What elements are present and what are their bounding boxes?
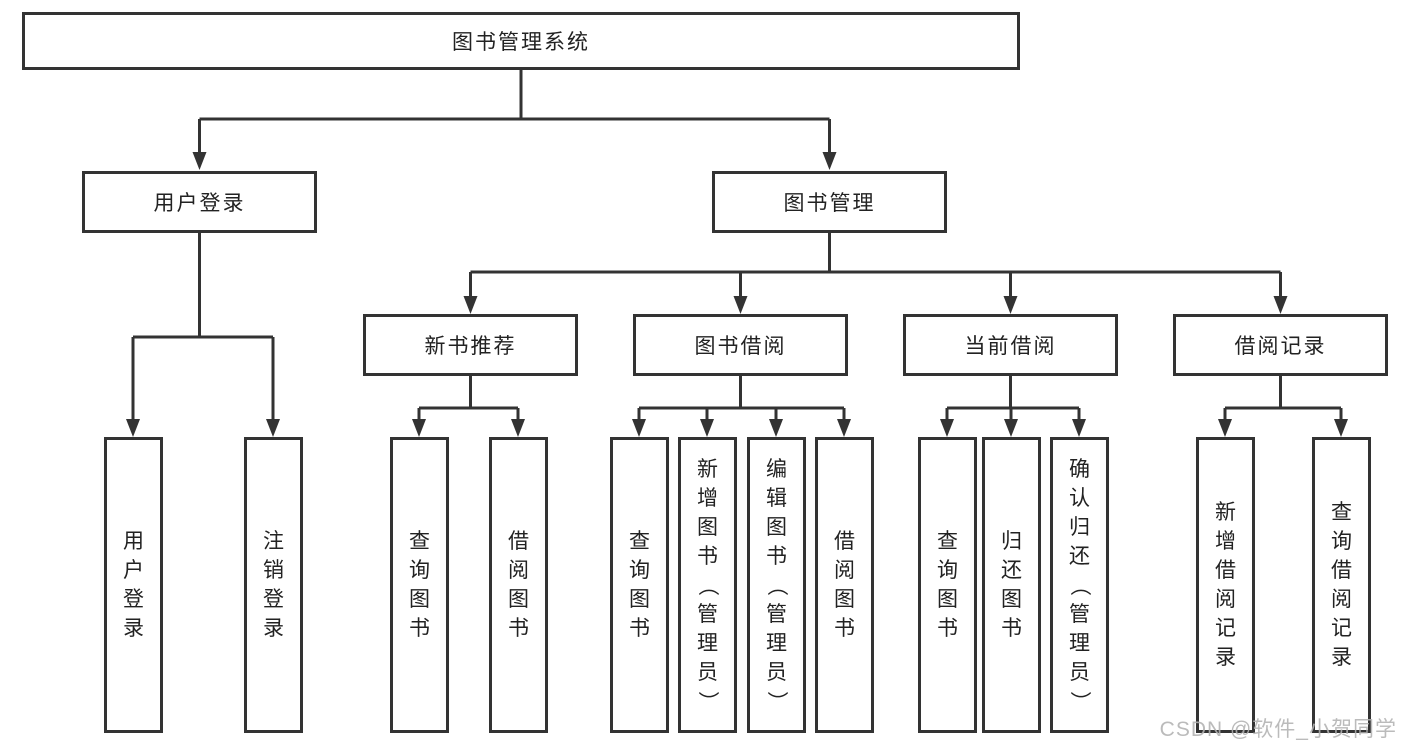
leaf-query-borrow-record: 查询借阅记录 xyxy=(1312,437,1371,733)
node-user-login: 用户登录 xyxy=(82,171,317,233)
node-borrowing-records: 借阅记录 xyxy=(1173,314,1388,376)
leaf-add-books-admin: 新增图书（管理员） xyxy=(678,437,737,733)
leaf-borrow-books-recommend: 借阅图书 xyxy=(489,437,548,733)
leaf-query-books-current: 查询图书 xyxy=(918,437,977,733)
leaf-edit-books-admin: 编辑图书（管理员） xyxy=(747,437,806,733)
leaf-query-books-borrowing: 查询图书 xyxy=(610,437,669,733)
leaf-borrow-books: 借阅图书 xyxy=(815,437,874,733)
leaf-user-login: 用户登录 xyxy=(104,437,163,733)
csdn-watermark: CSDN @软件_小贺同学 xyxy=(1159,718,1397,741)
leaf-logout: 注销登录 xyxy=(244,437,303,733)
arrowhead-icons xyxy=(126,152,1348,437)
leaf-return-books: 归还图书 xyxy=(982,437,1041,733)
leaf-confirm-return-admin: 确认归还（管理员） xyxy=(1050,437,1109,733)
node-library-management-system: 图书管理系统 xyxy=(22,12,1020,70)
node-book-borrowing: 图书借阅 xyxy=(633,314,848,376)
leaf-add-borrow-record: 新增借阅记录 xyxy=(1196,437,1255,733)
leaf-query-books-recommend: 查询图书 xyxy=(390,437,449,733)
node-current-borrowing: 当前借阅 xyxy=(903,314,1118,376)
node-book-management: 图书管理 xyxy=(712,171,947,233)
node-new-book-recommendation: 新书推荐 xyxy=(363,314,578,376)
